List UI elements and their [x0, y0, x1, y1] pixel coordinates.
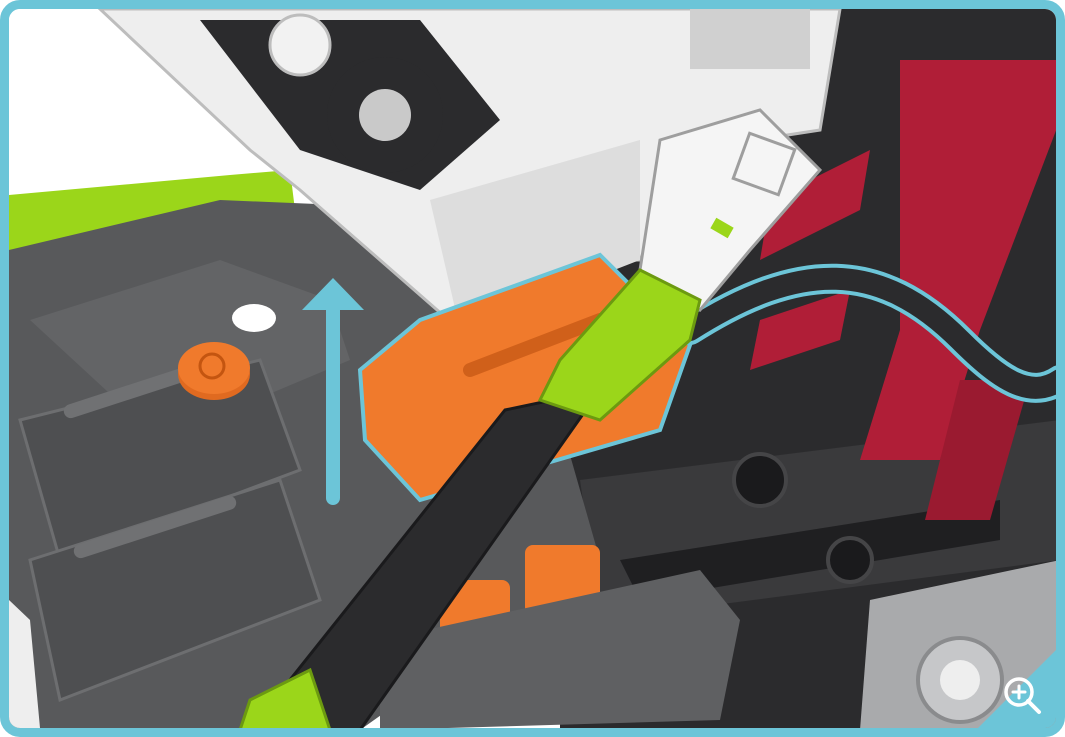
- assembly-illustration: [9, 9, 1056, 728]
- power-button: [178, 342, 250, 400]
- zoom-button[interactable]: [978, 650, 1056, 728]
